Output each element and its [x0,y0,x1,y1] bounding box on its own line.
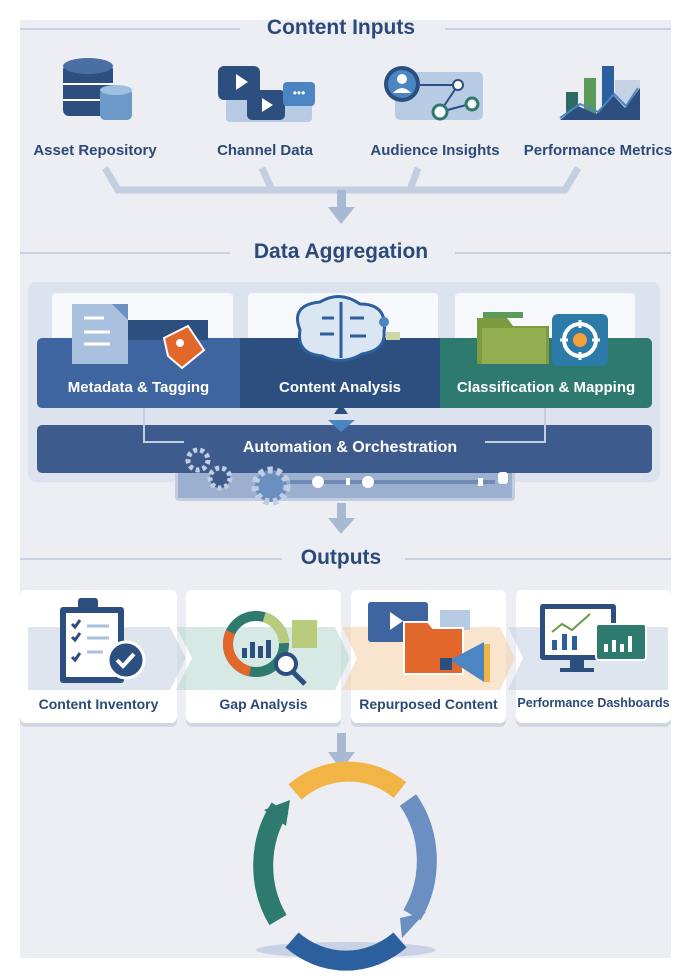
arrow-down-icon [337,190,346,208]
output-label: Repurposed Content [359,696,498,712]
cycle-arrows-icon [253,761,437,971]
monitor-chart-icon [540,604,647,672]
divider [20,252,230,254]
folder-megaphone-icon [368,602,490,682]
automation-bar [37,425,652,473]
divider [20,558,282,560]
content-analysis-step: Content Analysis [240,338,440,408]
arrow-down-icon [337,503,346,519]
classification-mapping-step: Classification & Mapping [440,338,652,408]
user-network-icon [384,66,483,121]
section-title-outputs: Outputs [300,546,382,569]
section-title-data-aggregation: Data Aggregation [253,240,429,263]
input-label: Channel Data [217,142,313,159]
database-icon [63,58,132,120]
folder-target-icon [477,312,608,366]
divider [20,28,240,30]
divider [445,28,671,30]
output-label: Performance Dashboards [517,696,670,710]
input-label: Asset Repository [33,142,157,159]
gear-icon [185,447,291,506]
bar-chart-icon [559,66,640,120]
divider [455,252,671,254]
clipboard-check-icon [60,598,146,683]
automation-label: Automation & Orchestration [242,439,458,456]
section-title-content-inputs: Content Inputs [266,16,416,39]
input-label: Audience Insights [370,142,500,159]
video-chat-icon: ••• [218,66,315,122]
arrow-down-icon [337,733,346,753]
aggregation-band: Metadata & Tagging Content Analysis Clas… [37,338,652,408]
brain-circuit-icon [296,295,400,362]
output-label: Content Inventory [38,696,159,712]
document-tag-icon [72,304,208,370]
metadata-tagging-step: Metadata & Tagging [37,338,240,408]
input-label: Performance Metrics [523,142,673,159]
donut-magnifier-icon [223,611,317,686]
svg-text:•••: ••• [293,86,306,100]
divider [405,558,671,560]
pipeline-node-icon [312,472,508,488]
output-label: Gap Analysis [219,696,308,712]
